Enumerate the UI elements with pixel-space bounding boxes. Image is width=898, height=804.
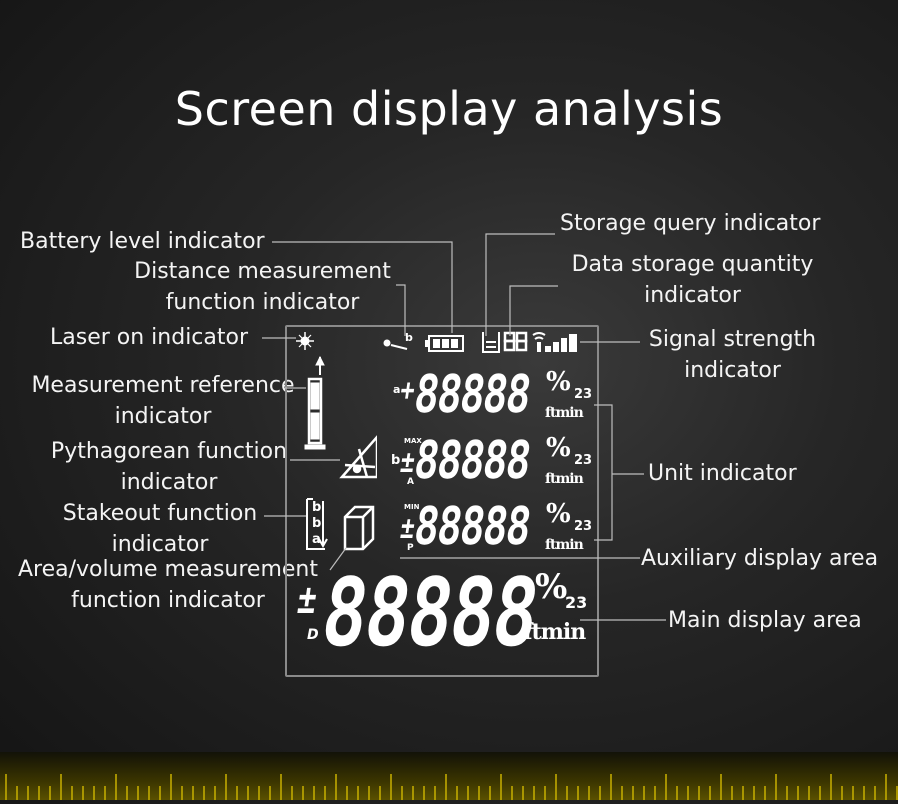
aux-digits-2: 88888 — [410, 431, 534, 491]
label-battery-indicator: Battery level indicator — [20, 229, 265, 254]
tape-ruler — [0, 752, 898, 800]
stakeout-icon: b b a — [306, 498, 328, 550]
laser-icon — [296, 332, 314, 350]
label-storage-query-indicator: Storage query indicator — [560, 211, 821, 236]
label-auxiliary-display: Auxiliary display area — [641, 546, 879, 571]
distance-icon: b — [383, 331, 413, 350]
signal-strength-icon — [532, 332, 577, 352]
svg-text:b: b — [312, 516, 321, 531]
data-storage-count-icon — [503, 331, 528, 352]
lcd-screen: b — [285, 325, 599, 677]
page-title: Screen display analysis — [174, 82, 724, 136]
aux-digits-3: 88888 — [410, 497, 534, 557]
label-main-display: Main display area — [668, 608, 862, 633]
svg-text:a: a — [312, 532, 321, 547]
storage-query-icon — [482, 332, 500, 353]
label-laser-indicator: Laser on indicator — [50, 325, 249, 350]
area-volume-icon — [343, 505, 375, 551]
reference-icon — [304, 355, 326, 450]
ruler-ticks — [5, 774, 898, 800]
main-digits: 88888 — [315, 559, 544, 668]
aux-digits-1: 88888 — [410, 365, 534, 425]
pythagorean-icon — [339, 435, 377, 479]
label-unit-indicator: Unit indicator — [648, 461, 797, 486]
battery-icon — [425, 335, 464, 352]
svg-text:b: b — [405, 331, 413, 344]
leader-storage-query — [485, 233, 555, 336]
svg-text:b: b — [312, 500, 321, 515]
